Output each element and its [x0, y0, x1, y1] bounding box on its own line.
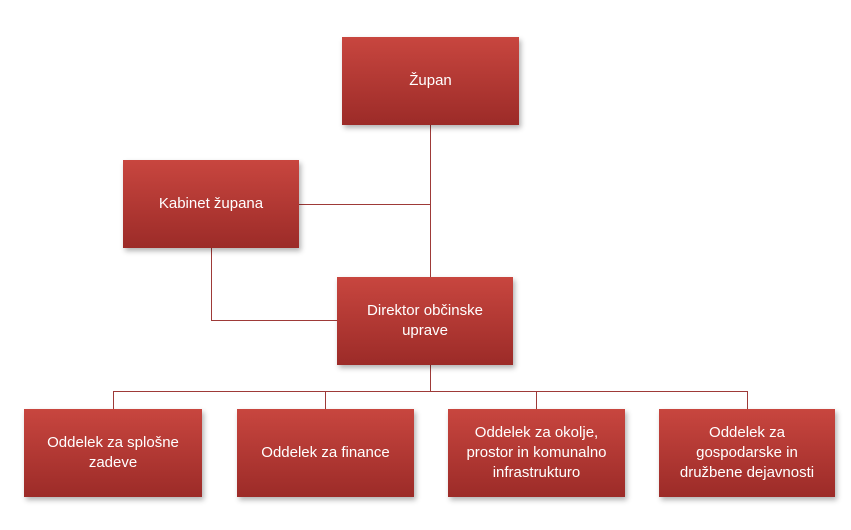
org-node-label: Kabinet župana [158, 194, 264, 212]
org-node-kabinet-zupana: Kabinet župana [123, 160, 299, 248]
org-node-label: Župan [409, 71, 452, 89]
connector-departments-rail [113, 391, 747, 392]
connector-kabinet-down [211, 248, 212, 321]
connector-zupan-direktor [430, 125, 431, 277]
connector-kabinet-to-direktor [211, 320, 337, 321]
connector-kabinet-to-trunk [299, 204, 430, 205]
org-node-oddelek-za-okolje: Oddelek za okolje, prostor in komunalno … [448, 409, 625, 497]
org-node-label: Oddelek za finance [261, 443, 390, 461]
connector-rail-to-dept3 [536, 391, 537, 409]
connector-rail-to-dept2 [325, 391, 326, 409]
connector-rail-to-dept4 [747, 391, 748, 409]
org-node-direktor-obcinske-uprave: Direktor občinske uprave [337, 277, 513, 365]
org-node-label: Direktor občinske uprave [367, 301, 483, 339]
org-node-label: Oddelek za gospodarske in družbene dejav… [679, 423, 815, 482]
org-node-oddelek-za-splosne-zadeve: Oddelek za splošne zadeve [24, 409, 202, 497]
org-node-label: Oddelek za okolje, prostor in komunalno … [466, 423, 607, 482]
org-node-label: Oddelek za splošne zadeve [47, 433, 179, 471]
org-node-zupan: Župan [342, 37, 519, 125]
org-node-oddelek-za-gospodarske: Oddelek za gospodarske in družbene dejav… [659, 409, 835, 497]
connector-direktor-to-rail [430, 365, 431, 391]
org-node-oddelek-za-finance: Oddelek za finance [237, 409, 414, 497]
connector-rail-to-dept1 [113, 391, 114, 409]
